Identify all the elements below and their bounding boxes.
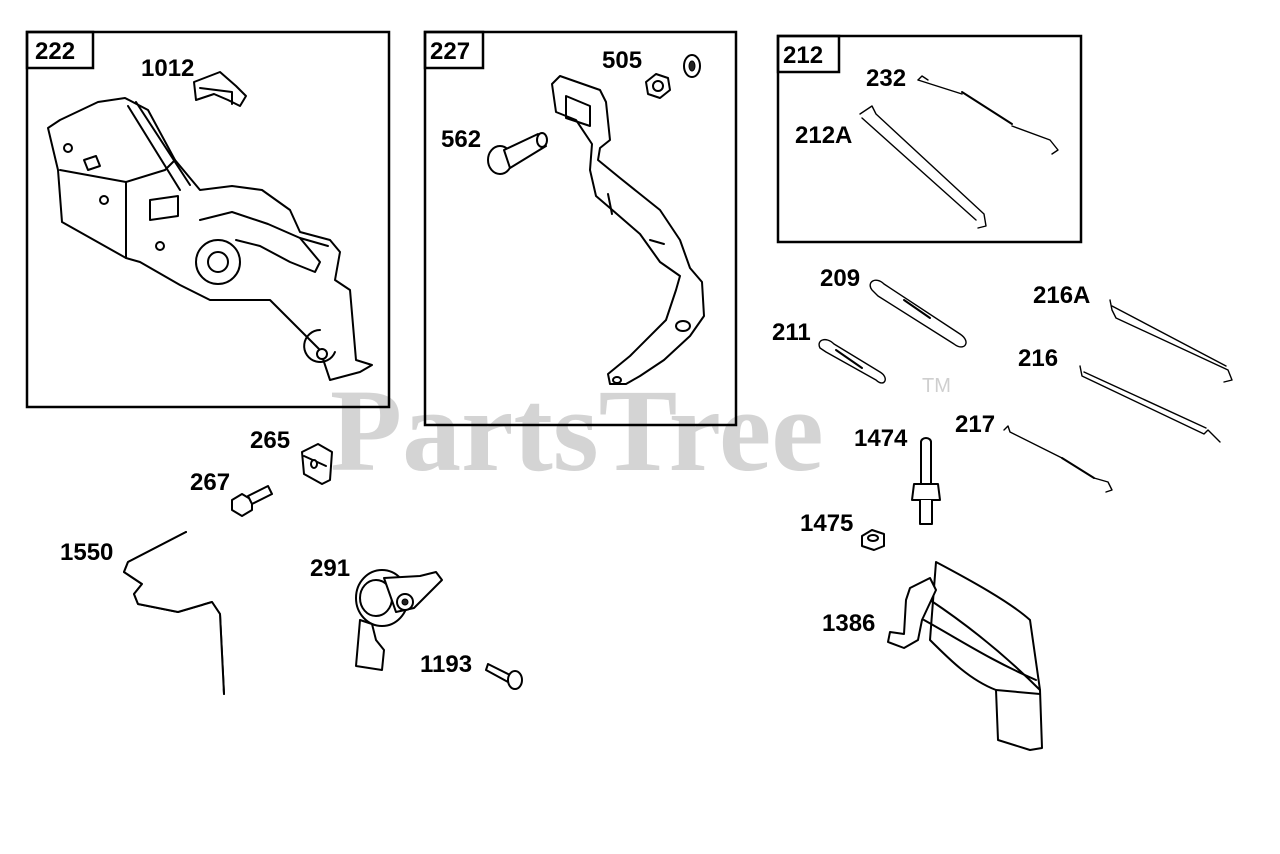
label-217[interactable]: 217: [955, 411, 995, 438]
part-232-spring[interactable]: [917, 75, 1059, 155]
group-222-label[interactable]: 222: [35, 38, 75, 65]
part-291-governor-control[interactable]: [355, 569, 443, 671]
part-222-control-bracket[interactable]: [47, 97, 373, 381]
group-212-frame: [776, 34, 1083, 244]
part-265-clip[interactable]: [301, 443, 333, 485]
part-216A-rod[interactable]: [1109, 299, 1233, 383]
label-291[interactable]: 291: [310, 555, 350, 582]
label-209[interactable]: 209: [820, 265, 860, 292]
part-562-pin[interactable]: [487, 132, 548, 175]
part-217-spring[interactable]: [1003, 425, 1113, 493]
group-222-frame: [25, 30, 391, 409]
watermark: PartsTree: [330, 365, 824, 496]
part-209-spring[interactable]: [869, 279, 967, 348]
watermark-trademark: TM: [922, 375, 951, 397]
part-505-washer[interactable]: [683, 54, 701, 78]
part-1550-link-rod[interactable]: [123, 531, 225, 695]
label-232[interactable]: 232: [866, 65, 906, 92]
label-562[interactable]: 562: [441, 126, 481, 153]
label-1012[interactable]: 1012: [141, 55, 194, 82]
part-1386-air-vane[interactable]: [887, 561, 1043, 751]
label-505[interactable]: 505: [602, 47, 642, 74]
label-1475[interactable]: 1475: [800, 510, 853, 537]
part-1474-shaft[interactable]: [911, 437, 941, 525]
part-212A-rod[interactable]: [859, 105, 987, 229]
group-227-tag[interactable]: [423, 30, 485, 70]
label-265[interactable]: 265: [250, 427, 290, 454]
part-1193-screw[interactable]: [485, 663, 523, 690]
label-267[interactable]: 267: [190, 469, 230, 496]
group-222-tag[interactable]: [25, 30, 95, 70]
label-212A[interactable]: 212A: [795, 122, 852, 149]
part-505-nut[interactable]: [645, 73, 671, 99]
label-1474[interactable]: 1474: [854, 425, 908, 452]
part-227-governor-bracket[interactable]: [551, 75, 705, 385]
part-216-rod[interactable]: [1079, 365, 1221, 443]
label-1550[interactable]: 1550: [60, 539, 113, 566]
label-216A[interactable]: 216A: [1033, 282, 1090, 309]
label-216[interactable]: 216: [1018, 345, 1058, 372]
group-212-tag[interactable]: [776, 34, 841, 74]
part-1475-nut[interactable]: [861, 529, 885, 551]
group-227-label[interactable]: 227: [430, 38, 470, 65]
part-211-spring[interactable]: [818, 338, 886, 384]
part-1012-clip[interactable]: [193, 71, 247, 107]
group-227-frame: [423, 30, 738, 427]
label-1193[interactable]: 1193: [420, 651, 472, 678]
group-212-label[interactable]: 212: [783, 42, 823, 69]
part-267-bolt[interactable]: [231, 485, 273, 517]
label-1386[interactable]: 1386: [822, 610, 875, 637]
label-211[interactable]: 211: [772, 319, 811, 346]
